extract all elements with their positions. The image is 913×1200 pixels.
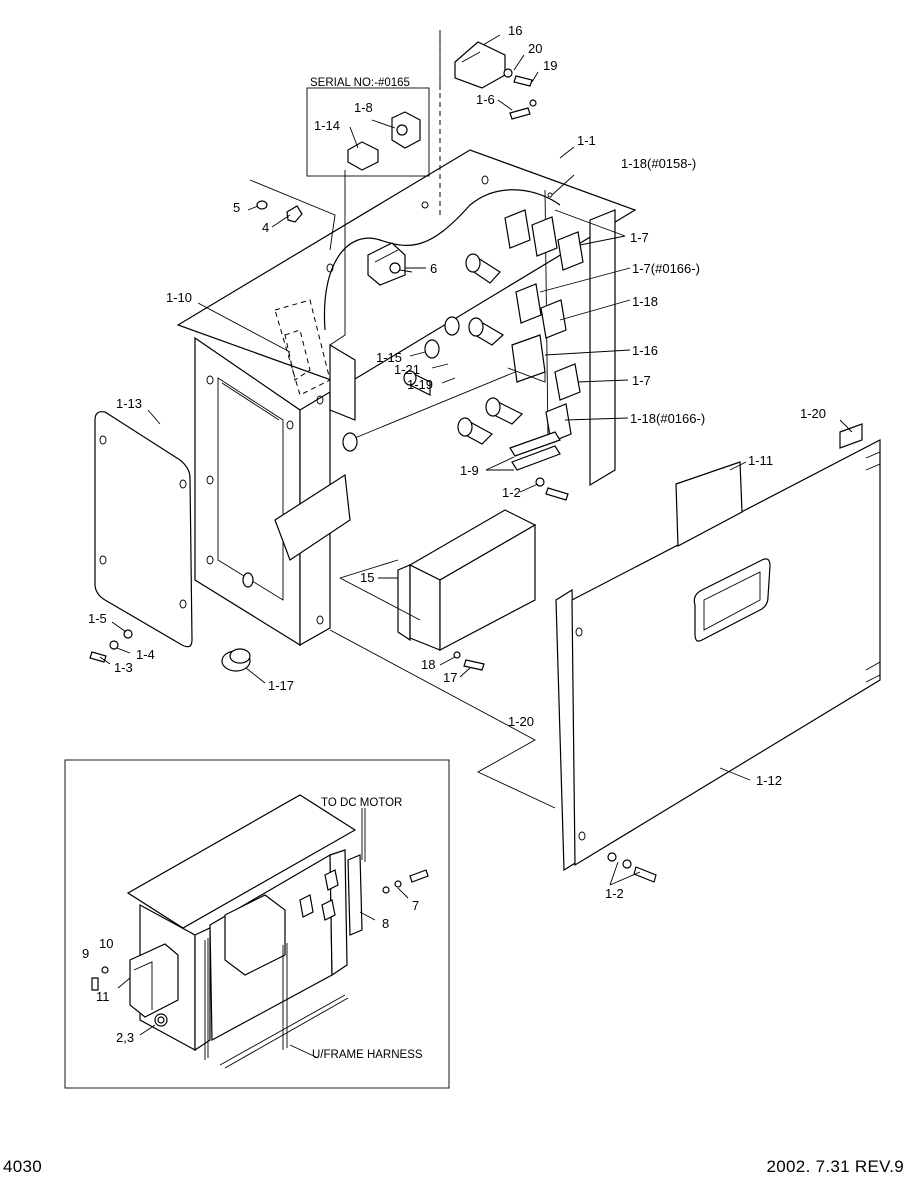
callout-1-13: 1-13	[116, 396, 142, 411]
callout-18: 18	[421, 657, 435, 672]
callout-2-3: 2,3	[116, 1030, 134, 1045]
callout-4: 4	[262, 220, 269, 235]
harness-label: U/FRAME HARNESS	[312, 1049, 423, 1061]
callout-1-2-b: 1-2	[605, 886, 624, 901]
callout-1-16: 1-16	[632, 343, 658, 358]
callout-5: 5	[233, 200, 240, 215]
callout-1-12: 1-12	[756, 773, 782, 788]
callout-1-10: 1-10	[166, 290, 192, 305]
callout-1-7-a: 1-7	[630, 230, 649, 245]
callout-20: 20	[528, 41, 542, 56]
callout-1-4: 1-4	[136, 647, 155, 662]
callout-11: 11	[96, 989, 110, 1004]
control-module	[397, 509, 537, 651]
callout-8: 8	[382, 916, 389, 931]
callout-1-3: 1-3	[114, 660, 133, 675]
leader-lines	[99, 34, 853, 886]
callout-10: 10	[99, 936, 113, 951]
serial-number-box	[306, 87, 430, 177]
page-number: 4030	[3, 1157, 43, 1176]
callout-1-20-b: 1-20	[508, 714, 534, 729]
callout-7: 7	[412, 898, 419, 913]
callout-16: 16	[508, 23, 522, 38]
callout-1-18-0158: 1-18(#0158-)	[621, 156, 696, 171]
standoff-spacers	[342, 253, 524, 452]
to-dc-motor-label: TO DC MOTOR	[321, 797, 402, 809]
upright-frame	[194, 336, 331, 647]
callout-1-15: 1-15	[376, 350, 402, 365]
callout-1-9: 1-9	[460, 463, 479, 478]
callout-1-18-0166: 1-18(#0166-)	[630, 411, 705, 426]
serial-box-title: SERIAL NO:-#0165	[310, 77, 410, 89]
callout-1-20-a: 1-20	[800, 406, 826, 421]
front-cover-panel	[555, 423, 881, 872]
side-cover-plate	[94, 411, 193, 648]
callout-15: 15	[360, 570, 374, 585]
callout-19: 19	[543, 58, 557, 73]
callout-1-14: 1-14	[314, 118, 340, 133]
callout-6: 6	[430, 261, 437, 276]
callout-9: 9	[82, 946, 89, 961]
callout-1-6: 1-6	[476, 92, 495, 107]
callout-1-17: 1-17	[268, 678, 294, 693]
callout-1-21: 1-21	[394, 362, 420, 377]
inset-assembly-view	[64, 759, 450, 1089]
callout-1-7-0166: 1-7(#0166-)	[632, 261, 700, 276]
callout-1-2-a: 1-2	[502, 485, 521, 500]
callout-1-8: 1-8	[354, 100, 373, 115]
relays	[504, 209, 584, 443]
callout-1-11: 1-11	[748, 453, 773, 468]
callout-17: 17	[443, 670, 457, 685]
callout-1-7-b: 1-7	[632, 373, 651, 388]
callout-1-5: 1-5	[88, 611, 107, 626]
callout-1-18: 1-18	[632, 294, 658, 309]
main-mounting-plate	[176, 149, 637, 395]
callout-1-1: 1-1	[577, 133, 596, 148]
revision-date: 2002. 7.31 REV.9	[766, 1157, 904, 1176]
callout-1-19: 1-19	[407, 377, 433, 392]
